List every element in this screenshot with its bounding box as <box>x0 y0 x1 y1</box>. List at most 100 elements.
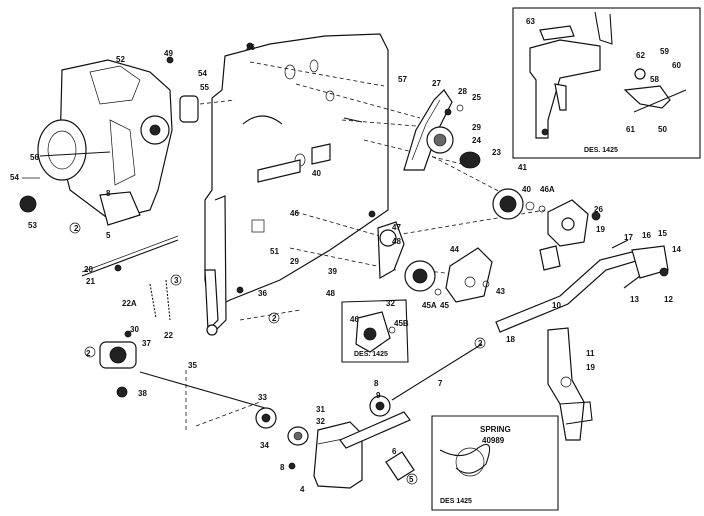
label-2-right: 2 <box>478 339 483 348</box>
bracket-13 <box>631 245 669 279</box>
inset-top-slot <box>554 83 567 111</box>
rod-21 <box>81 239 179 277</box>
washer-2 <box>84 346 96 358</box>
label-24: 24 <box>472 136 481 145</box>
label-33: 33 <box>258 393 267 402</box>
label-45b: 45B <box>394 319 409 328</box>
label-25: 25 <box>472 93 481 102</box>
label-31: 31 <box>316 405 325 414</box>
bottom-left-parts <box>84 341 309 446</box>
label-7: 7 <box>438 379 443 388</box>
spring-22 <box>165 279 171 321</box>
spring-17 <box>611 239 629 249</box>
label-17: 17 <box>624 233 633 242</box>
label-8-bottom: 8 <box>374 379 379 388</box>
inset-bottom-frame <box>431 415 559 511</box>
label-44: 44 <box>450 245 459 254</box>
plate-stud <box>257 159 301 183</box>
label-15: 15 <box>658 229 667 238</box>
part-labels: 52 49 54 55 56 54 53 2 5 8 26 57 27 28 2… <box>10 17 681 505</box>
nut-20 <box>114 264 122 272</box>
label-49: 49 <box>164 49 173 58</box>
inset-top-spring <box>633 89 687 113</box>
stud-28 <box>591 211 601 221</box>
label-2-left: 2 <box>74 224 79 233</box>
label-46a: 46A <box>540 185 555 194</box>
plate-hole-1 <box>284 64 296 80</box>
label-47: 47 <box>392 223 401 232</box>
clip-25 <box>456 104 464 112</box>
label-32: 32 <box>316 417 325 426</box>
label-50: 50 <box>658 125 667 134</box>
label-38: 38 <box>138 389 147 398</box>
housing-slot <box>109 119 136 186</box>
plate-hole-3 <box>325 90 335 102</box>
label-26: 26 <box>246 43 255 52</box>
screw-49 <box>166 56 174 64</box>
label-16: 16 <box>642 231 651 240</box>
middle-gears <box>377 221 493 303</box>
screw-30 <box>124 330 132 338</box>
housing-wheel-hub <box>149 124 161 136</box>
housing-foot <box>99 191 141 226</box>
plate-lower-tab <box>204 269 219 332</box>
label-14: 14 <box>672 245 681 254</box>
label-29-mid: 29 <box>290 257 299 266</box>
label-58: 58 <box>650 75 659 84</box>
label-48: 48 <box>392 237 401 246</box>
screw-8-bottom <box>288 462 296 470</box>
label-55: 55 <box>200 83 209 92</box>
label-2-bottom: 2 <box>86 349 91 358</box>
housing-shaft <box>39 151 111 157</box>
label-20: 20 <box>84 265 93 274</box>
plate-rivet-2 <box>368 210 376 218</box>
label-43: 43 <box>496 287 505 296</box>
inset-top-pin <box>541 128 549 136</box>
inset-top-bracket <box>529 39 601 139</box>
label-54-top: 54 <box>198 69 207 78</box>
inset-top-caption: DES. 1425 <box>584 147 618 154</box>
plate-lower-boss <box>206 324 218 336</box>
knob-53 <box>19 195 37 213</box>
label-51: 51 <box>270 247 279 256</box>
housing-bore-inner <box>47 130 77 170</box>
label-21: 21 <box>86 277 95 286</box>
plate-rivet-1 <box>236 286 244 294</box>
screw-15 <box>623 275 641 289</box>
plate-hole-2 <box>309 59 319 73</box>
label-60: 60 <box>672 61 681 70</box>
lever-10-tab <box>539 245 561 271</box>
label-36: 36 <box>258 289 267 298</box>
label-35: 35 <box>188 361 197 370</box>
label-12: 12 <box>664 295 673 304</box>
inset-bottom-caption: DES 1425 <box>440 498 472 505</box>
washer-46a <box>538 205 546 213</box>
washer-43 <box>482 280 490 288</box>
inset-top-latch <box>623 85 671 109</box>
label-56: 56 <box>30 153 39 162</box>
label-52: 52 <box>116 55 125 64</box>
label-18: 18 <box>506 335 515 344</box>
inset-middle <box>341 299 409 363</box>
label-6: 6 <box>392 447 397 456</box>
label-63: 63 <box>526 17 535 26</box>
pin-29-shaft <box>343 117 363 123</box>
label-40-right: 40 <box>522 185 531 194</box>
label-8-screw: 8 <box>280 463 285 472</box>
lever-assembly <box>495 239 669 333</box>
inset-top-arm <box>594 11 613 45</box>
label-30: 30 <box>130 325 139 334</box>
inset-bottom-right <box>431 415 559 511</box>
label-46-inset: 46 <box>350 315 359 324</box>
misc-small-parts <box>81 42 464 470</box>
housing-bore <box>37 119 87 181</box>
inset-top-stud <box>634 68 646 80</box>
label-40-mid: 40 <box>312 169 321 178</box>
label-11: 11 <box>586 349 595 358</box>
label-2-mid: 2 <box>272 314 277 323</box>
shaft-35 <box>139 371 273 411</box>
label-8-left: 8 <box>106 189 111 198</box>
label-5-left: 5 <box>106 231 111 240</box>
label-13: 13 <box>630 295 639 304</box>
